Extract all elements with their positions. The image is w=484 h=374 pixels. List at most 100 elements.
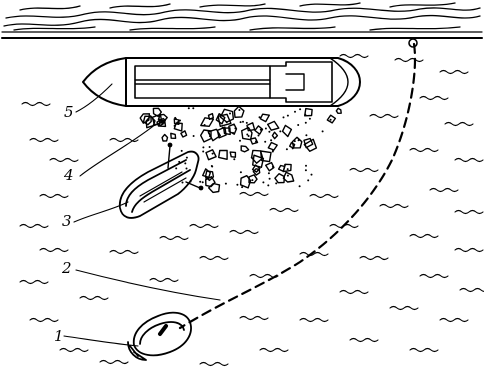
rock-fragment	[151, 113, 163, 127]
water-ripple	[249, 273, 279, 279]
rock-grain	[293, 140, 296, 143]
rock-grain	[268, 177, 271, 180]
rock-grain	[298, 185, 301, 188]
barge	[82, 57, 361, 107]
rock-grain	[321, 130, 324, 133]
rock-fragment	[219, 108, 235, 123]
rock-fragment	[240, 145, 250, 153]
rock-fragment	[254, 125, 264, 135]
leader-line-4	[79, 123, 157, 177]
rock-fragment	[233, 105, 245, 119]
water-ripple	[59, 347, 89, 353]
water-ripple	[309, 193, 339, 199]
water-ripple	[229, 229, 259, 235]
leader-lines	[63, 83, 221, 347]
rock-grain	[270, 139, 273, 142]
water-ripple	[109, 249, 139, 255]
rock-grain	[192, 135, 195, 137]
rock-fragment	[239, 174, 252, 189]
water-ripple	[21, 101, 51, 107]
water-ripple	[359, 255, 389, 261]
water-ripple	[409, 347, 439, 353]
rock-grain	[304, 113, 307, 116]
rock-grain	[307, 179, 310, 182]
water-ripple	[29, 317, 59, 323]
rock-grain	[211, 152, 214, 155]
water-ripple	[419, 95, 449, 101]
water-ripple	[349, 337, 379, 343]
rock-grain	[185, 156, 188, 159]
rock-grain	[268, 130, 271, 133]
water-ripple	[444, 121, 474, 127]
small-boat	[127, 311, 192, 361]
rock-grain	[239, 121, 242, 124]
rock-grain	[173, 124, 176, 127]
rock-grain	[158, 118, 161, 121]
rock-grain	[285, 148, 288, 151]
rock-fragment	[267, 141, 278, 151]
water-ripple	[389, 305, 419, 311]
rock-grain	[210, 165, 213, 167]
rock-grain	[192, 107, 195, 110]
label-cable: 2	[61, 259, 72, 277]
rock-grain	[205, 176, 208, 179]
rock-fragment	[277, 164, 286, 173]
rock-fragment	[267, 120, 280, 131]
rock-pile	[139, 105, 342, 194]
water-ripple	[439, 69, 469, 75]
rock-fragment	[199, 129, 212, 143]
shoreline	[1, 2, 483, 39]
rock-grain	[236, 183, 239, 186]
rock-grain	[258, 116, 261, 119]
water-ripple	[459, 287, 484, 293]
water-ripple	[454, 157, 484, 163]
rock-fragment	[240, 126, 253, 141]
rock-fragment	[201, 168, 212, 179]
rock-grain	[255, 140, 257, 143]
rock-grain	[234, 127, 237, 130]
water-ripple	[99, 359, 129, 365]
water-ripple	[419, 273, 449, 279]
water-ripple	[239, 191, 269, 197]
rock-grain	[264, 140, 267, 143]
rock-grain	[304, 169, 307, 172]
rock-grain	[208, 146, 211, 148]
water-ripple	[349, 167, 379, 173]
water-ripple	[39, 193, 69, 199]
rock-grain	[187, 107, 190, 110]
rock-grain	[251, 179, 254, 182]
water-ripple	[199, 255, 229, 261]
water-ripple	[329, 223, 359, 229]
rock-fragment	[180, 130, 188, 138]
rock-grain	[297, 139, 300, 142]
rock-fragment	[207, 128, 222, 142]
rock-grain	[305, 134, 308, 137]
water-ripple	[19, 223, 49, 229]
rock-grain	[275, 182, 278, 185]
water-ripple	[269, 207, 299, 213]
rock-fragment	[304, 107, 313, 117]
rock-grain	[202, 146, 205, 149]
anchor-point-a	[167, 142, 173, 148]
rock-fragment	[207, 112, 215, 121]
rock-grain	[286, 114, 289, 117]
rock-fragment	[246, 122, 256, 132]
rock-grain	[329, 118, 332, 121]
rock-grain	[203, 124, 206, 126]
rock-grain	[245, 121, 248, 124]
water-ripple	[299, 317, 329, 323]
rock-grain	[291, 147, 294, 150]
rock-fragment	[252, 168, 261, 176]
water-ripple	[19, 279, 49, 285]
water-ripple	[439, 317, 469, 323]
rock-grain	[181, 181, 184, 184]
rock-fragment	[170, 132, 177, 140]
rock-grain	[262, 181, 265, 184]
rock-fragment	[205, 149, 217, 161]
label-rock: 4	[63, 166, 74, 184]
rock-grain	[297, 124, 300, 126]
shore-anchor	[408, 38, 418, 48]
rock-grain	[184, 162, 187, 165]
water-ripple	[79, 295, 109, 301]
